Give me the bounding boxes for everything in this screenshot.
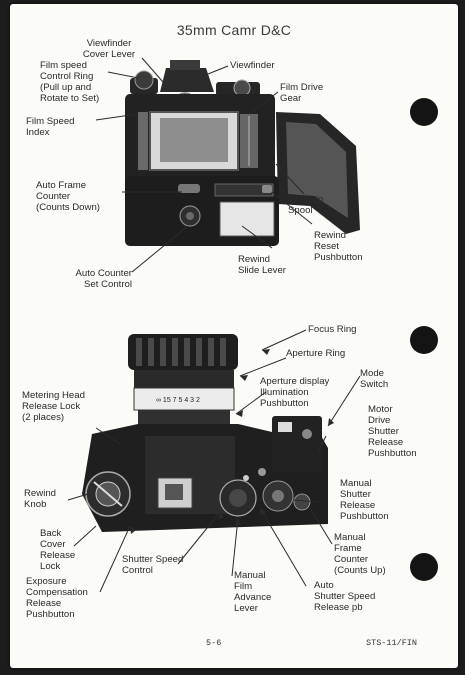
label-film-drive-gear: Film Drive Gear (280, 82, 324, 104)
label-film-speed-control-ring: Film speed Control Ring (Pull up and Rot… (40, 60, 100, 104)
label-mode-switch: Mode Switch (360, 368, 389, 390)
camera-illustrations: ∞ 15 7 5 4 3 2 (67, 57, 361, 593)
label-aperture-ring: Aperture Ring (286, 348, 346, 359)
label-manual-frame-counter: Manual Frame Counter (Counts Up) (334, 532, 386, 576)
label-take-up-spool: Take Up Spool (288, 194, 324, 216)
document-id: STS-11/FIN (366, 638, 418, 648)
label-motor-drive-shutter-release: Motor Drive Shutter Release Pushbutton (368, 404, 417, 459)
label-rewind-knob: Rewind Knob (24, 488, 56, 510)
label-auto-frame-counter: Auto Frame Counter (Counts Down) (36, 180, 100, 213)
leader-arrowheads (130, 349, 334, 534)
label-rewind-reset-pushbutton: Rewind Reset Pushbutton (314, 230, 363, 263)
lens-scale-text: ∞ 15 7 5 4 3 2 (156, 397, 200, 404)
label-manual-film-advance-lever: Manual Film Advance Lever (234, 570, 272, 614)
label-metering-head-release-lock: Metering Head Release Lock (2 places) (22, 390, 85, 423)
label-back-cover-release-lock: Back Cover Release Lock (40, 528, 76, 572)
leader-lines (67, 57, 361, 593)
label-shutter-speed-control: Shutter Speed Control (122, 554, 184, 576)
label-auto-shutter-speed-release: Auto Shutter Speed Release pb (314, 580, 376, 613)
label-viewfinder-cover-lever: Viewfinder Cover Lever (82, 38, 136, 60)
label-rewind-slide-lever: Rewind Slide Lever (238, 254, 286, 276)
label-film-speed-index: Film Speed Index (26, 116, 75, 138)
label-manual-shutter-release: Manual Shutter Release Pushbutton (340, 478, 389, 522)
label-aperture-display-pushbutton: Aperture display Illumination Pushbutton (260, 376, 330, 409)
camera-top-illustration (82, 334, 328, 532)
label-auto-counter-set-control: Auto Counter Set Control (75, 268, 132, 290)
camera-back-illustration (125, 60, 360, 246)
binder-hole-top (410, 98, 438, 126)
binder-hole-middle (410, 326, 438, 354)
page-title: 35mm Camr D&C (176, 22, 292, 38)
binder-hole-bottom (410, 553, 438, 581)
label-exposure-compensation-release: Exposure Compensation Release Pushbutton (26, 576, 88, 620)
label-viewfinder: Viewfinder (230, 60, 275, 71)
page-number: 5-6 (206, 638, 222, 648)
label-focus-ring: Focus Ring (308, 324, 357, 335)
manual-page: 35mm Camr D&C (10, 4, 458, 668)
